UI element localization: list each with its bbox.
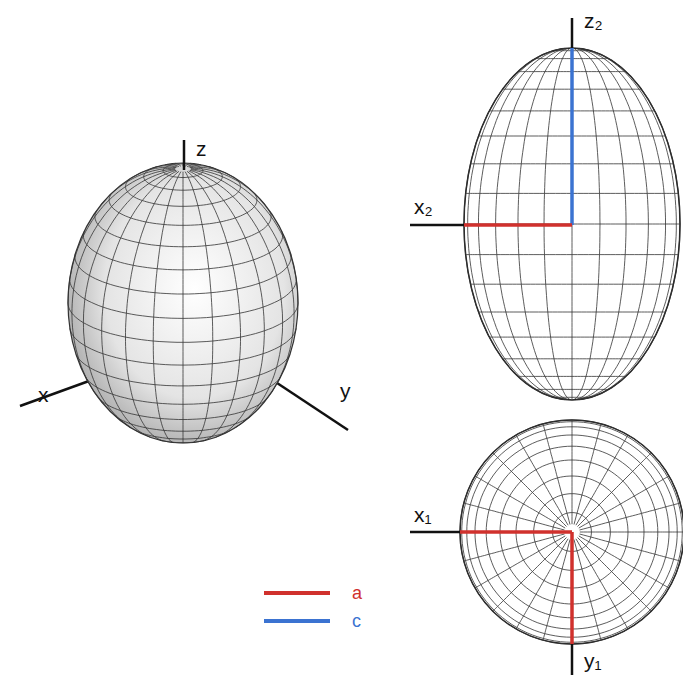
axis-label: x₂	[414, 196, 433, 217]
grid-line	[153, 172, 181, 443]
grid-line	[95, 210, 271, 246]
grid-line	[543, 424, 570, 525]
x2-axis	[410, 224, 464, 227]
grid-line	[578, 453, 652, 527]
axis-label: z	[196, 138, 207, 159]
grid-line	[114, 415, 252, 431]
grid-line	[518, 376, 626, 377]
grid-line	[464, 224, 680, 225]
axis-label: y₁	[584, 650, 602, 671]
grid-line	[109, 192, 257, 225]
grid-line	[160, 440, 206, 443]
grid-line	[70, 328, 296, 365]
ellipsoid-outline	[68, 163, 298, 443]
grid-line	[574, 424, 601, 525]
grid-line	[98, 397, 268, 419]
legend-row: c	[264, 612, 361, 630]
grid-line	[516, 435, 568, 525]
legend-swatch	[264, 591, 330, 595]
axis-label: x₁	[414, 504, 432, 525]
grid-line	[576, 435, 628, 525]
grid-line	[580, 503, 681, 530]
grid-line	[72, 170, 175, 398]
axis-label: y	[340, 380, 351, 401]
grid-line	[86, 377, 281, 404]
grid-line	[464, 503, 565, 530]
grid-line	[516, 539, 568, 629]
grid-line	[70, 280, 297, 319]
grid-line	[101, 168, 176, 205]
grid-line	[126, 177, 241, 207]
grid-line	[460, 420, 683, 644]
top-view-grid	[460, 420, 683, 644]
grid-line	[475, 476, 565, 528]
grid-line	[553, 397, 591, 398]
z-axis	[183, 140, 186, 170]
grid-line	[578, 538, 652, 612]
grid-line	[479, 312, 666, 313]
legend-row: a	[264, 584, 362, 602]
grid-line	[83, 170, 176, 427]
a-semi-axis	[464, 223, 572, 227]
grid-line	[580, 532, 683, 533]
grid-line	[185, 172, 213, 443]
grid-line	[464, 534, 565, 561]
side-view-grid	[464, 48, 680, 399]
grid-line	[574, 540, 601, 641]
grid-line	[489, 337, 654, 338]
legend-text: a	[352, 584, 362, 602]
grid-line	[187, 171, 241, 441]
grid-line	[576, 539, 628, 629]
axis-label: x	[38, 384, 49, 405]
y-axis	[268, 377, 348, 430]
grid-line	[503, 358, 642, 359]
grid-line	[75, 253, 291, 294]
y1-axis	[571, 644, 574, 675]
grid-line	[183, 172, 184, 443]
grid-line	[579, 536, 669, 588]
grid-line	[68, 303, 298, 342]
grid-line	[572, 420, 573, 524]
x1-axis	[410, 531, 460, 534]
grid-line	[76, 355, 289, 386]
grid-line	[68, 169, 175, 303]
grid-line	[543, 540, 570, 641]
top-view-outline	[460, 420, 683, 644]
grid-line	[466, 254, 679, 255]
side-view-outline	[464, 48, 680, 400]
grid-line	[579, 476, 669, 528]
grid-line	[102, 171, 178, 437]
axis-label: z₂	[584, 10, 603, 31]
legend-text: c	[352, 612, 361, 630]
a-semi-axis	[460, 530, 572, 534]
a-semi-axis	[570, 532, 574, 644]
grid-line	[189, 171, 265, 437]
grid-line	[83, 231, 282, 270]
grid-line	[475, 536, 565, 588]
grid-line	[493, 453, 567, 527]
grid-line	[191, 168, 266, 205]
z2-axis	[571, 18, 574, 48]
grid-line	[535, 389, 609, 390]
ellipsoid-grid	[68, 163, 298, 443]
c-semi-axis	[570, 48, 574, 225]
grid-line	[580, 534, 681, 561]
grid-line	[471, 284, 674, 285]
grid-line	[493, 538, 567, 612]
grid-line	[190, 170, 283, 427]
legend-swatch	[264, 619, 330, 623]
grid-line	[126, 171, 180, 441]
